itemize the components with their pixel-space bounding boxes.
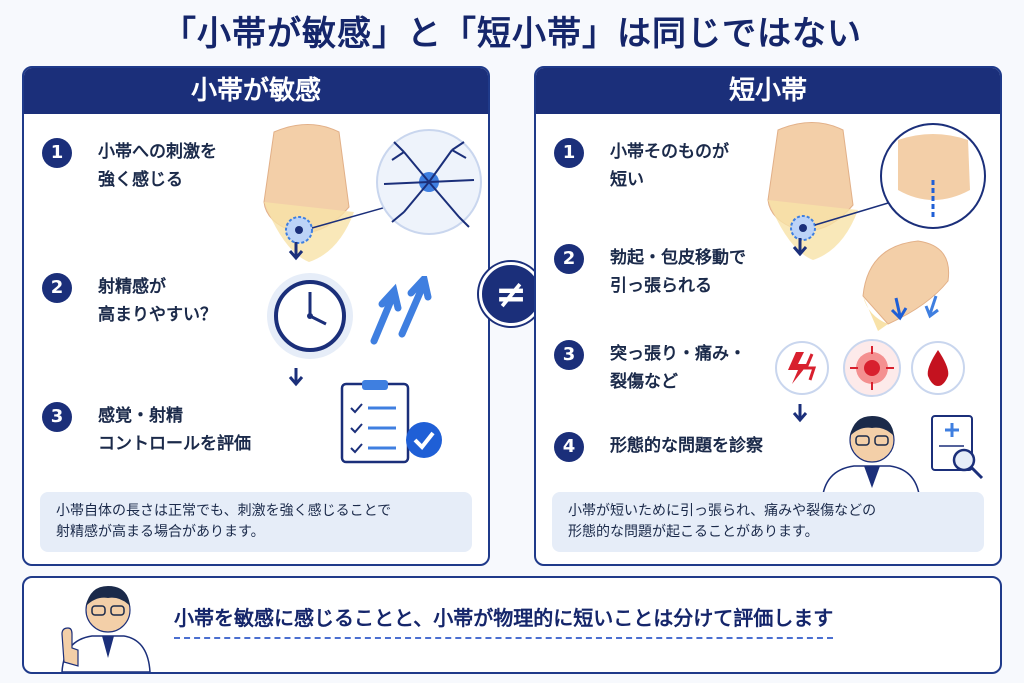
step-text-line: 強く感じる <box>98 170 183 190</box>
left-note: 小帯自体の長さは正常でも、刺激を強く感じることで 射精感が高まる場合があります。 <box>40 492 472 552</box>
right-step-3: 3 突っ張り・痛み・ 裂傷など <box>554 340 746 396</box>
summary-box: 小帯を敏感に感じることと、小帯が物理的に短いことは分けて評価します <box>22 576 1002 674</box>
down-arrow-icon <box>288 242 304 261</box>
lightning-icon <box>775 341 829 395</box>
panel-sensitive-frenulum: 小帯が敏感 1 小帯への刺激を 強く感じる 2 射精感が 高まりやすい？ 3 感… <box>22 66 490 566</box>
short-frenulum-illustration <box>767 122 986 260</box>
step-text-line: 高まりやすい？ <box>98 305 217 325</box>
step-text-line: コントロールを評価 <box>98 434 251 454</box>
step-text-line: 形態的な問題を診察 <box>610 436 763 456</box>
page-title: 「小帯が敏感」と「短小帯」は同じではない <box>162 14 862 54</box>
right-step-4: 4 形態的な問題を診察 <box>554 432 763 462</box>
step-text-line: 短い <box>610 170 644 190</box>
step-text-line: 引っ張られる <box>610 276 712 296</box>
step-text-line: 裂傷など <box>610 372 678 392</box>
stretched-frenulum-illustration <box>862 240 950 331</box>
doctor-pointing-icon <box>61 586 151 672</box>
checklist-icon <box>340 380 442 464</box>
left-step-1: 1 小帯への刺激を 強く感じる <box>42 138 217 194</box>
left-step-3: 3 感覚・射精 コントロールを評価 <box>42 402 251 458</box>
summary-text: 小帯を敏感に感じることと、小帯が物理的に短いことは分けて評価します <box>174 602 834 639</box>
clock-icon <box>267 273 353 359</box>
pain-burst-icon <box>843 339 901 397</box>
chart-magnifier-icon <box>931 415 984 480</box>
down-arrow-icon <box>792 404 808 423</box>
step-number: 2 <box>42 273 72 303</box>
right-step-1: 1 小帯そのものが 短い <box>554 138 729 194</box>
step-text-line: 小帯そのものが <box>610 142 729 162</box>
step-text-line: 勃起・包皮移動で <box>610 248 746 268</box>
step-number: 1 <box>42 138 72 168</box>
step-number: 1 <box>554 138 584 168</box>
step-number: 4 <box>554 432 584 462</box>
blood-drop-icon <box>911 341 965 395</box>
right-note: 小帯が短いために引っ張られ、痛みや裂傷などの 形態的な問題が起こることがあります… <box>552 492 984 552</box>
frenulum-nerve-illustration <box>263 124 482 262</box>
step-text-line: 突っ張り・痛み・ <box>610 344 746 364</box>
step-text-line: 小帯への刺激を <box>98 142 217 162</box>
panel-header-right: 短小帯 <box>536 68 1000 114</box>
nerve-icon <box>376 129 482 235</box>
note-line: 射精感が高まる場合があります。 <box>56 524 265 540</box>
doctor-icon <box>821 415 984 502</box>
step-number: 2 <box>554 244 584 274</box>
right-step-2: 2 勃起・包皮移動で 引っ張られる <box>554 244 746 300</box>
note-line: 形態的な問題が起こることがあります。 <box>568 524 819 540</box>
step-number: 3 <box>42 402 72 432</box>
up-arrows-icon <box>370 276 432 345</box>
note-line: 小帯自体の長さは正常でも、刺激を強く感じることで <box>56 503 392 519</box>
left-step-2: 2 射精感が 高まりやすい？ <box>42 273 217 329</box>
panel-header-left: 小帯が敏感 <box>24 68 488 114</box>
note-line: 小帯が短いために引っ張られ、痛みや裂傷などの <box>568 503 877 519</box>
step-text-line: 感覚・射精 <box>98 406 183 426</box>
down-arrow-icon <box>288 368 304 387</box>
down-arrow-icon <box>792 238 808 257</box>
panel-short-frenulum: 短小帯 1 小帯そのものが 短い 2 勃起・包皮移動で 引っ張られる 3 突っ張… <box>534 66 1002 566</box>
step-number: 3 <box>554 340 584 370</box>
step-text-line: 射精感が <box>98 277 166 297</box>
